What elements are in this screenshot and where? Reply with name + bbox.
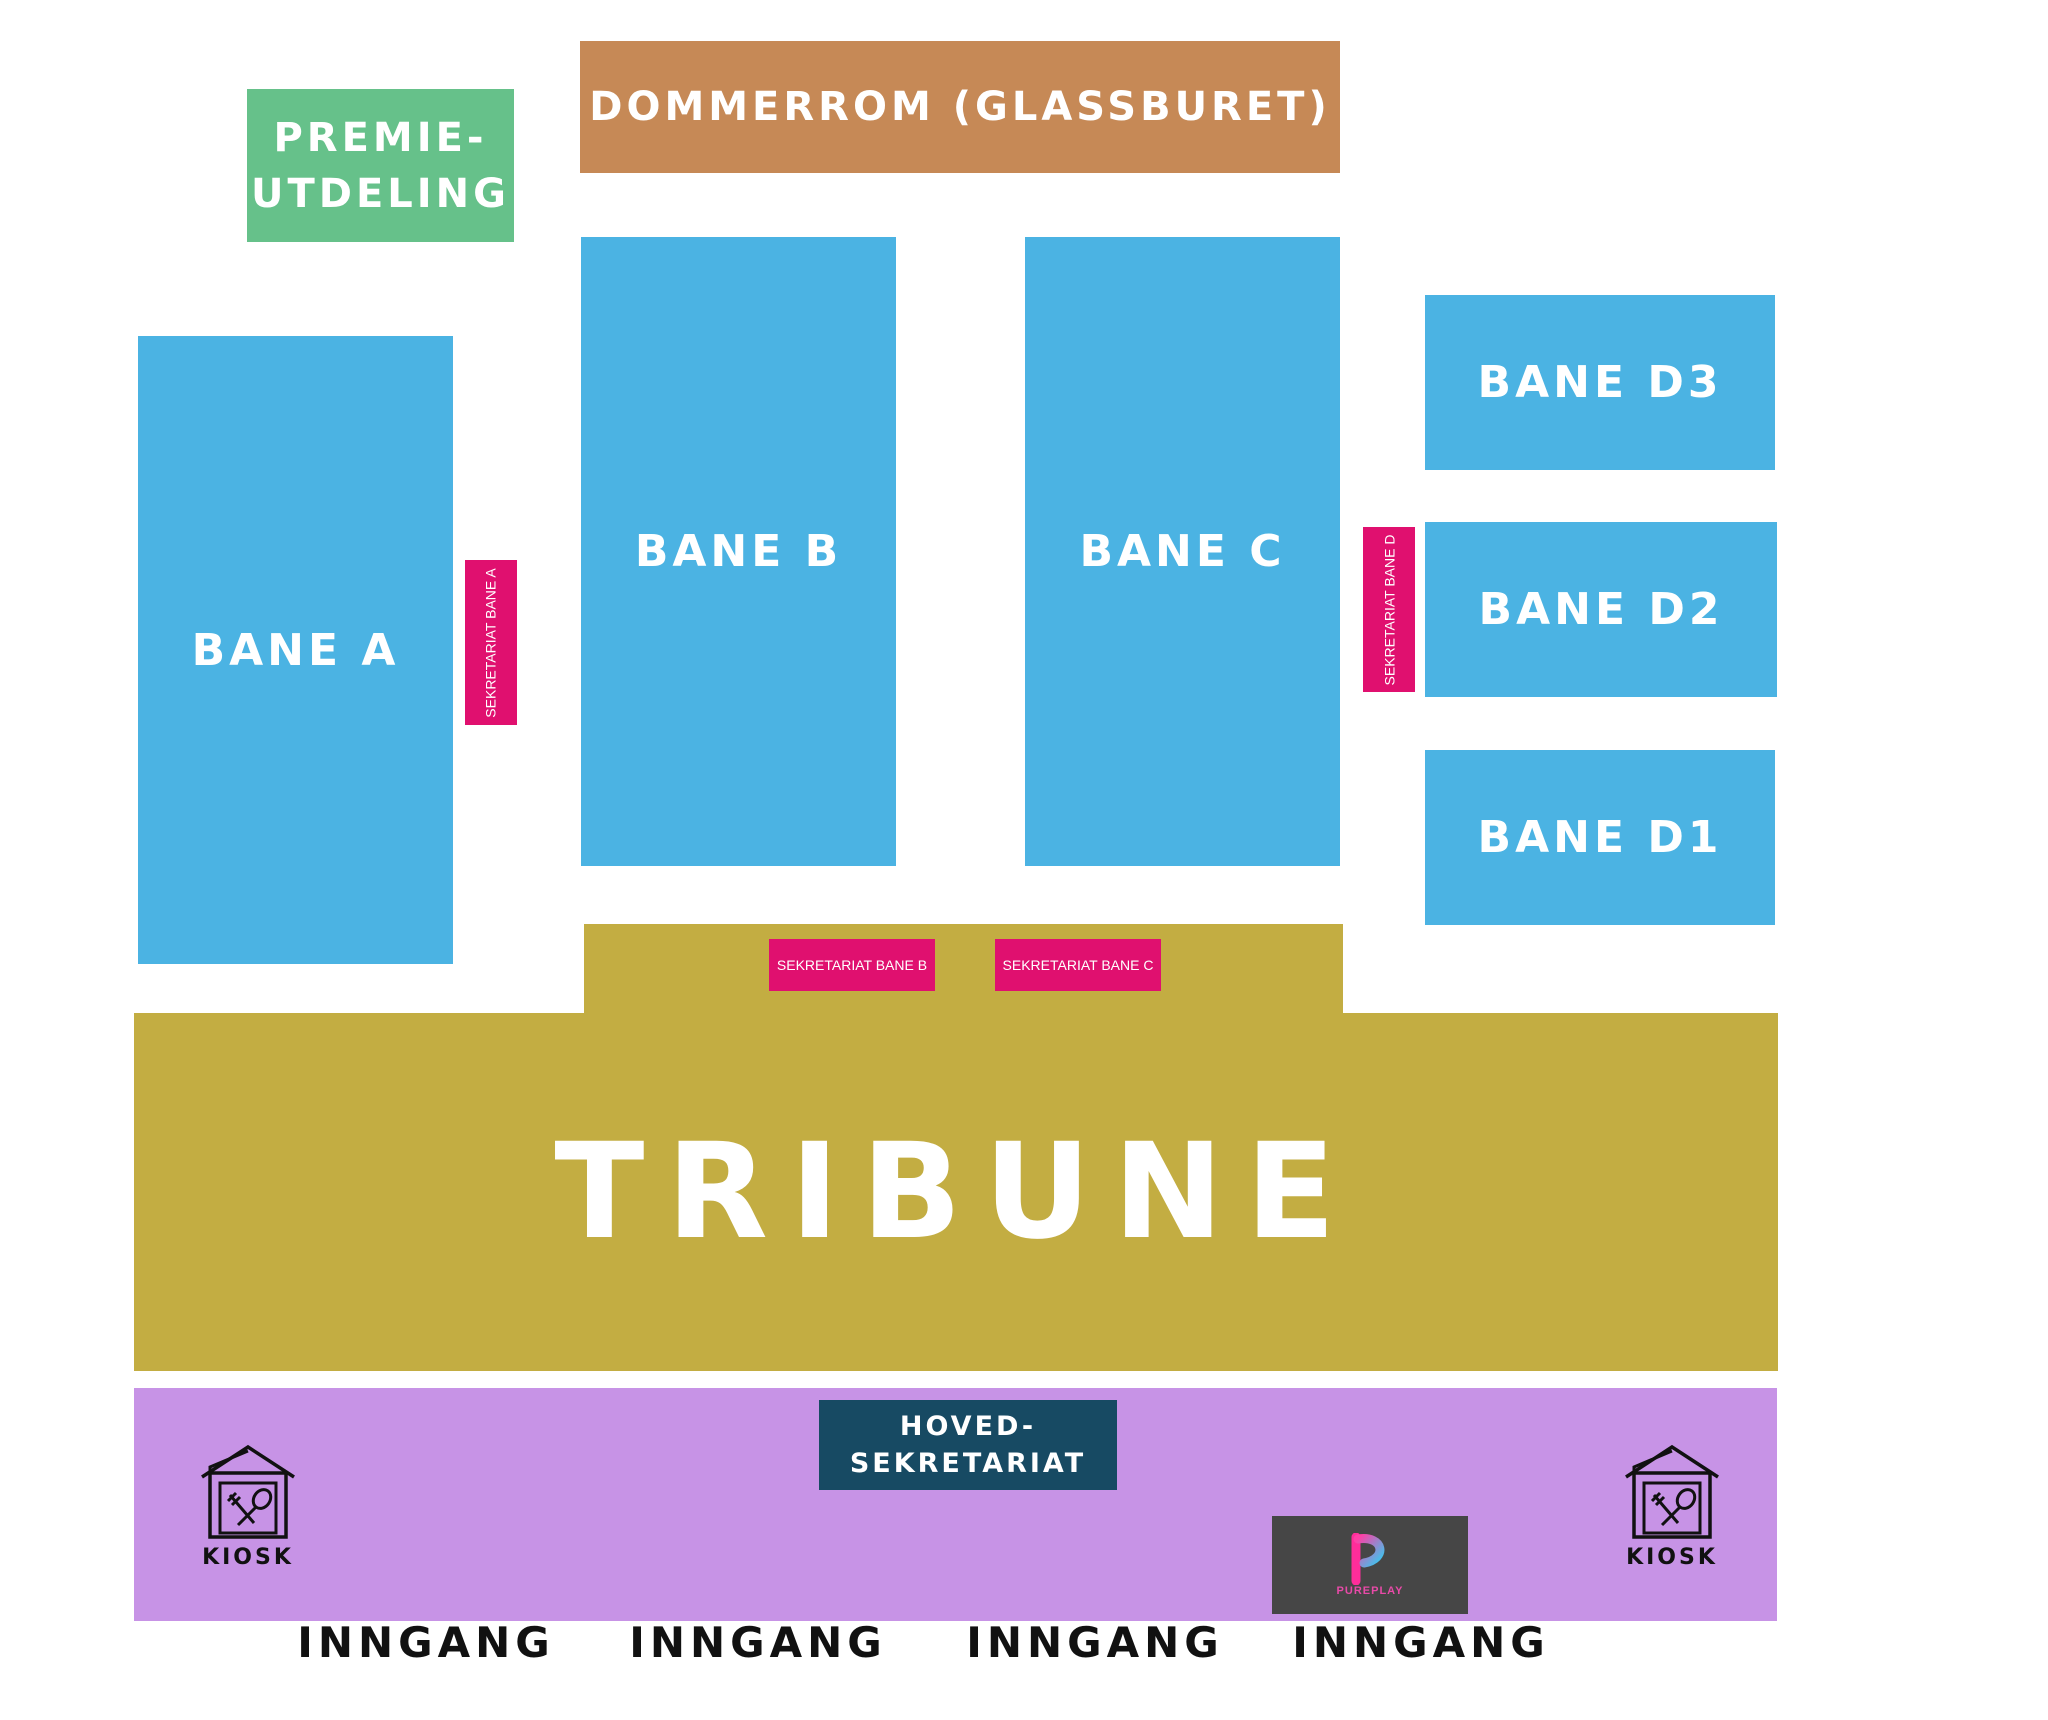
pureplay-logo-text: PUREPLAY [1336, 1585, 1404, 1597]
hovedsekretariat-label-line1: HOVED- [899, 1411, 1037, 1442]
court-bane-d3-label: BANE D3 [1477, 357, 1723, 408]
entrance-label: INNGANG [966, 1618, 1224, 1667]
sekretariat-bane-b-label: SEKRETARIAT BANE B [776, 957, 928, 973]
hovedsekretariat-label-line2: SEKRETARIAT [849, 1448, 1087, 1479]
court-bane-b-label: BANE B [634, 526, 843, 577]
pureplay-logo: PUREPLAY [1272, 1516, 1468, 1614]
dommerrom-label: DOMMERROM (GLASSBURET) [589, 84, 1331, 130]
kiosk-left-label: KIOSK [202, 1545, 294, 1570]
entrance-label: INNGANG [297, 1618, 555, 1667]
premieutdeling-area: PREMIE- UTDELING [247, 89, 514, 242]
court-bane-c: BANE C [1025, 237, 1340, 866]
sekretariat-bane-b: SEKRETARIAT BANE B [769, 939, 935, 991]
court-bane-b: BANE B [581, 237, 896, 866]
kiosk-icon [1625, 1444, 1719, 1539]
court-bane-a-label: BANE A [191, 624, 400, 676]
court-bane-d3: BANE D3 [1425, 295, 1775, 470]
sekretariat-bane-c-label: SEKRETARIAT BANE C [1002, 957, 1154, 973]
premieutdeling-label-line2: UTDELING [251, 170, 510, 217]
court-bane-d1: BANE D1 [1425, 750, 1775, 925]
court-bane-a: BANE A [138, 336, 453, 964]
hovedsekretariat-area: HOVED- SEKRETARIAT [819, 1400, 1117, 1490]
sekretariat-bane-c: SEKRETARIAT BANE C [995, 939, 1161, 991]
court-bane-d2: BANE D2 [1425, 522, 1777, 697]
court-bane-d2-label: BANE D2 [1478, 584, 1724, 635]
entrance-label: INNGANG [1292, 1618, 1550, 1667]
court-bane-c-label: BANE C [1079, 526, 1286, 577]
premieutdeling-label-line1: PREMIE- [273, 114, 488, 161]
tribune-area: TRIBUNE [134, 1013, 1778, 1371]
pureplay-logo-icon [1351, 1533, 1385, 1585]
tribune-label: TRIBUNE [554, 1115, 1358, 1269]
entrance-label: INNGANG [629, 1618, 887, 1667]
court-bane-d1-label: BANE D1 [1477, 812, 1723, 863]
kiosk-left: KIOSK [188, 1443, 308, 1570]
kiosk-right: KIOSK [1612, 1443, 1732, 1570]
sekretariat-bane-a: SEKRETARIAT BANE A [465, 560, 517, 725]
sekretariat-bane-d: SEKRETARIAT BANE D [1363, 527, 1415, 692]
sekretariat-bane-a-label: SEKRETARIAT BANE A [483, 567, 500, 718]
kiosk-icon [201, 1444, 295, 1539]
kiosk-right-label: KIOSK [1626, 1545, 1718, 1570]
tribune-upper [584, 924, 1343, 1016]
dommerrom-area: DOMMERROM (GLASSBURET) [580, 41, 1340, 173]
sekretariat-bane-d-label: SEKRETARIAT BANE D [1381, 534, 1397, 685]
